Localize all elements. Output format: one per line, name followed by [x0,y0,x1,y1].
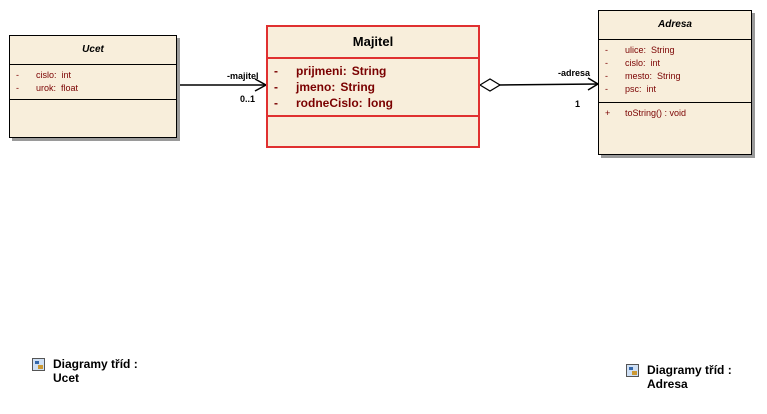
class-adresa[interactable]: Adresa - ulice: String - cislo: int - me… [598,10,752,155]
attribute-compartment: - cislo: int - urok: float [10,65,176,100]
attribute-row: - prijmeni: String [274,64,387,78]
attribute-name: urok [36,83,54,93]
class-majitel[interactable]: Majitel - prijmeni: String - jmeno: Stri… [266,25,480,148]
visibility-marker: - [16,83,19,93]
aggregation-diamond [478,78,502,92]
class-diagram-icon [32,358,45,371]
attribute-type: int [646,84,657,94]
attribute-type: int [650,58,661,68]
class-diagram-icon [626,364,639,377]
attribute-compartment: - ulice: String - cislo: int - mesto: St… [599,40,751,103]
visibility-marker: - [274,96,278,110]
legend-line1: Diagramy tříd : [647,363,732,377]
attribute-name: cislo [625,58,644,68]
attribute-compartment: - prijmeni: String - jmeno: String - rod… [268,59,478,117]
visibility-marker: - [16,70,19,80]
visibility-marker: - [605,84,608,94]
operation-compartment [268,117,478,125]
visibility-marker: - [605,71,608,81]
class-title: Adresa [599,11,751,40]
attribute-row: - mesto: String [605,71,681,81]
multiplicity-label-majitel: 0..1 [240,94,256,104]
class-title: Ucet [10,36,176,65]
attribute-row: - psc: int [605,84,657,94]
attribute-name: mesto [625,71,650,81]
attribute-name: ulice [625,45,644,55]
attribute-row: - cislo: int [605,58,661,68]
attribute-row: - cislo: int [16,70,72,80]
attribute-type: int [61,70,72,80]
attribute-row: - ulice: String [605,45,675,55]
attribute-row: - rodneCislo: long [274,96,393,110]
role-label-majitel: -majitel [227,71,259,81]
attribute-type: String [651,45,675,55]
diagram-link-ucet[interactable]: Diagramy tříd : Ucet [32,357,138,385]
attribute-type: float [61,83,79,93]
legend-line2: Ucet [53,371,80,385]
attribute-name: cislo [36,70,55,80]
legend-line2: Adresa [647,377,688,391]
attribute-name: rodneCislo [296,96,359,110]
attribute-name: jmeno [296,80,332,94]
diagram-link-adresa[interactable]: Diagramy tříd : Adresa [626,363,732,391]
visibility-marker: + [605,108,611,118]
visibility-marker: - [605,58,608,68]
class-title: Majitel [268,27,478,59]
visibility-marker: - [274,80,278,94]
attribute-row: - urok: float [16,83,79,93]
visibility-marker: - [274,64,278,78]
class-ucet[interactable]: Ucet - cislo: int - urok: float [9,35,177,138]
multiplicity-label-adresa: 1 [575,99,581,109]
legend-line1: Diagramy tříd : [53,357,138,371]
operation-row: + toString() : void [605,107,745,120]
operation-compartment: + toString() : void [599,103,751,124]
role-label-adresa: -adresa [558,68,591,78]
attribute-name: psc [625,84,640,94]
attribute-type: String [351,64,387,78]
operation-signature: toString() : void [625,108,687,118]
operation-compartment [10,100,176,108]
aggregation-line-majitel-adresa [498,83,599,86]
attribute-name: prijmeni [296,64,343,78]
attribute-type: String [657,71,681,81]
attribute-type: String [340,80,376,94]
attribute-row: - jmeno: String [274,80,376,94]
attribute-type: long [367,96,393,110]
visibility-marker: - [605,45,608,55]
